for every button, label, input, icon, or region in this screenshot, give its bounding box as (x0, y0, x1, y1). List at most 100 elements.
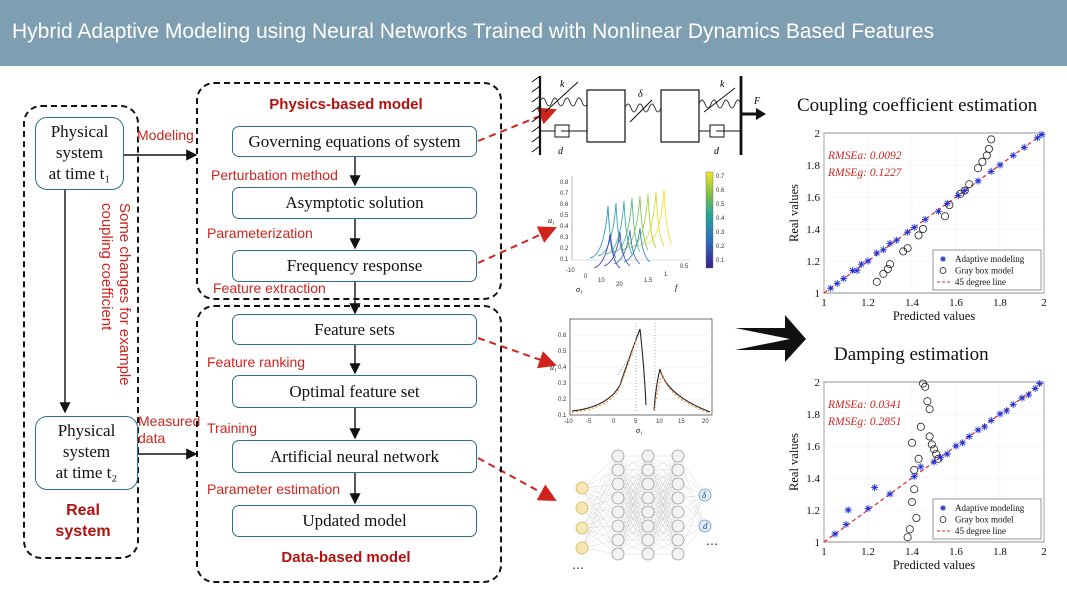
physical-system-t2-node: Physical system at time t₂ (35, 416, 138, 490)
ann-neuron (641, 477, 655, 491)
x-axis-label: Predicted values (893, 309, 975, 323)
colorbar-tick: 0.3 (716, 230, 725, 236)
ann-neuron (671, 519, 685, 533)
ann-connection (677, 455, 706, 496)
ann-connection (647, 455, 679, 513)
transition-parameter-estimation: Parameter estimation (207, 481, 341, 497)
adaptive-point (921, 215, 929, 223)
step-optimal-feature-set: Optimal feature set (232, 375, 477, 408)
y-axis-label: Real values (787, 184, 801, 242)
ann-connection (581, 483, 619, 549)
ann-connection (647, 455, 679, 499)
y-tick-label: 2 (815, 377, 821, 389)
real-system-box (23, 105, 139, 559)
adaptive-point (842, 520, 850, 528)
measured-data-label: Measured data (138, 413, 201, 446)
step-updated-model: Updated model (232, 505, 477, 537)
adaptive-point (934, 207, 942, 215)
ann-output-d: d (703, 521, 708, 531)
adaptive-point (893, 236, 901, 244)
y-tick-label: 1.6 (806, 441, 820, 453)
adaptive-point (833, 279, 841, 287)
gray-box-point (965, 180, 974, 189)
legend-marker-gray-box (939, 267, 947, 274)
spring-k-right-label: k (720, 79, 725, 90)
adaptive-point (943, 199, 951, 207)
damper-d-left-label: d (558, 146, 564, 157)
adaptive-point (886, 490, 894, 498)
x-tick-label: 1 (821, 297, 827, 309)
y-tick-label: 1.2 (806, 505, 820, 517)
ann-connection (677, 494, 706, 541)
adaptive-point (1025, 391, 1033, 399)
ann-neuron (671, 449, 685, 463)
adaptive-point (981, 423, 989, 431)
ann-neuron (671, 505, 685, 519)
colorbar-tick: 0.4 (716, 216, 725, 222)
adaptive-point (864, 257, 872, 265)
x-tick: -10 (566, 268, 575, 274)
y-tick-label: 1.6 (806, 192, 820, 204)
gray-box-point (927, 440, 936, 449)
y-tick-label: 1 (815, 537, 821, 549)
ann-connection (647, 511, 679, 555)
adaptive-point (917, 463, 925, 471)
x-tick-label: 2 (1041, 546, 1047, 558)
y-tick: 0.4 (558, 365, 567, 371)
gray-box-point (905, 525, 914, 534)
page-title: Hybrid Adaptive Modeling using Neural Ne… (12, 20, 935, 43)
ann-connection (581, 507, 619, 527)
ann-neuron (641, 519, 655, 533)
y-tick: 0.6 (558, 333, 567, 339)
x-tick-label: 1.8 (993, 546, 1007, 558)
gray-box-point (916, 422, 925, 431)
z-tick: 0.3 (560, 235, 569, 241)
gray-box-point (918, 225, 927, 234)
adaptive-point (943, 450, 951, 458)
x-tick: -5 (586, 419, 592, 425)
chart-title-coupling: Coupling coefficient estimation (797, 95, 1038, 116)
y-tick-label: 1.2 (806, 256, 820, 268)
ann-connection (581, 487, 619, 527)
adaptive-point (1031, 384, 1039, 392)
ann-connection (581, 497, 619, 529)
surface-x-label: σ₁ (576, 285, 583, 294)
ann-connection (677, 494, 706, 527)
y-tick-label: 1.8 (806, 160, 820, 172)
x-tick-label: 2 (1041, 297, 1047, 309)
ann-neuron (575, 521, 589, 535)
ann-neuron (698, 519, 712, 533)
ann-connection (581, 483, 619, 509)
legend-box (932, 498, 1042, 540)
colorbar-tick: 0.2 (716, 244, 725, 250)
ann-neuron (611, 533, 625, 547)
z-tick: 0.6 (560, 202, 569, 208)
adaptive-point (974, 426, 982, 434)
ann-connection (581, 497, 619, 549)
adaptive-point (987, 416, 995, 424)
transition-perturbation: Perturbation method (211, 167, 338, 183)
y-tick-label: 1.8 (806, 409, 820, 421)
transition-feature-ranking: Feature ranking (207, 354, 306, 370)
step-feature-sets: Feature sets (232, 314, 477, 345)
ann-neuron (671, 491, 685, 505)
adaptive-point (904, 228, 912, 236)
z-tick: 0.4 (560, 224, 569, 230)
response-curve-plot: 0.6 0.5 0.4 0.3 0.2 0.1 -10 -5 0 5 10 15… (550, 318, 713, 435)
z-tick: 0.2 (560, 246, 569, 252)
legend-marker-gray-box (939, 516, 947, 523)
gray-box-point (929, 445, 938, 454)
adaptive-point (937, 453, 945, 461)
x-tick: 20 (702, 419, 709, 425)
ann-connection (647, 497, 679, 555)
ann-neuron (611, 547, 625, 561)
gray-box-point (872, 277, 881, 286)
gray-box-point (973, 164, 982, 173)
modeling-label: Modeling (137, 127, 194, 143)
gray-box-point (907, 497, 916, 506)
ann-neuron (575, 501, 589, 515)
adaptive-point (996, 161, 1004, 169)
y-tick: 0.3 (558, 381, 567, 387)
ann-neuron (671, 463, 685, 477)
